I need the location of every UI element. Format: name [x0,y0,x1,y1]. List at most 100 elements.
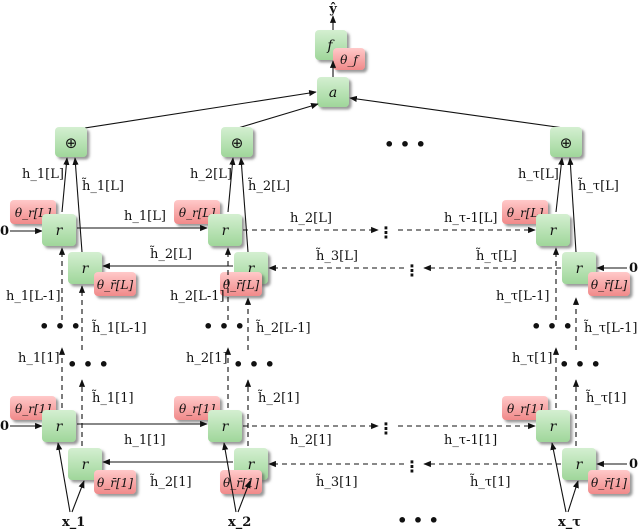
cT-zero-1: 0 [629,457,638,472]
input-ellipsis: • • • [397,511,439,530]
svg-text:a: a [329,85,337,101]
cT-r-bwd-1: r [562,448,596,480]
bwd-L-label-2: h̃_3[L] [315,247,358,264]
bwd-1-label-2: h̃_3[1] [315,473,357,490]
cT-hLm1-label: h_τ[L-1] [496,289,550,304]
cT-zero-L: 0 [629,261,638,276]
c2-htLm1-label: h̃_2[L-1] [255,319,310,336]
input-xT: x_τ [558,515,581,530]
svg-text:r: r [56,223,64,239]
c2-hL-label: h_2[L] [190,167,232,182]
c1-htL-up-arrow [72,157,83,253]
c2-ht1-label: h̃_2[1] [257,389,299,406]
cT-hL-label: h_τ[L] [518,167,559,182]
svg-text:θ_r[L]: θ_r[L] [179,206,216,220]
c1-ht1-label: h̃_1[1] [91,389,133,406]
vdots-1-bwd: ⋮ [404,457,420,476]
svg-text:f: f [326,38,335,54]
svg-text:r: r [82,457,90,473]
svg-text:θ_r[1]: θ_r[1] [179,402,215,416]
svg-text:r: r [576,457,584,473]
fwd-L-label-3: h_τ-1[L] [444,211,498,226]
cT-htL-label: h̃_τ[L] [577,177,619,194]
svg-text:r: r [222,223,230,239]
c1-mid-ellipsis-2: • • • [67,355,109,374]
cT-hL-up-arrow [555,157,565,213]
sum2-to-a-arrow [237,103,319,129]
svg-text:r: r [576,261,584,277]
fwd-L-label-2: h_2[L] [290,211,332,226]
c1-theta-rbarL: θ_r̄[L] [94,272,136,296]
cT-x-to-rfwd-arrow [550,442,567,513]
svg-text:θ_f: θ_f [340,53,360,67]
fwd-1-label-1: h_1[1] [124,433,166,448]
sum-node-T: ⊕ [550,127,582,157]
cT-mid-ellipsis: • • • [531,317,573,336]
c1-r-bwd-L: r [68,252,102,284]
svg-text:r: r [82,261,90,277]
cT-mid-ellipsis-2: • • • [559,355,601,374]
bwd-1-label-3: h̃_τ[1] [469,473,510,490]
c1-r-bwd-1: r [68,448,102,480]
c2-theta-rbar1: θ_r̄[1] [220,470,262,494]
cT-ht1-label: h̃_τ[1] [585,389,626,406]
fwd-L-label-1: h_1[L] [124,209,166,224]
svg-text:θ_r̄[L]: θ_r̄[L] [97,278,134,292]
c1-x-to-rbwd-arrow [71,480,85,513]
svg-text:r: r [56,419,64,435]
svg-text:θ_r̄[L]: θ_r̄[L] [591,278,628,292]
c1-htL-label: h̃_1[L] [81,177,124,194]
svg-text:r: r [222,419,230,435]
c1-htLm1-label: h̃_1[L-1] [91,319,146,336]
c2-mid-ellipsis: • • • [203,317,245,336]
svg-text:θ_r̄[1]: θ_r̄[1] [223,476,259,490]
c2-theta-rbarL: θ_r̄[L] [220,272,262,296]
svg-text:θ_r[1]: θ_r[1] [507,402,543,416]
cT-r-fwd-L: r [536,214,570,246]
vdots-1-fwd: ⋮ [378,419,394,438]
svg-text:θ_r̄[1]: θ_r̄[1] [97,476,133,490]
c1-zero-L: 0 [0,224,9,239]
c2-hL-up-arrow [227,157,236,213]
c1-theta-r1: θ_r[1] [10,396,56,420]
bwd-L-label-1: h̃_2[L] [149,245,192,262]
sumT-to-a-arrow [349,95,565,129]
c1-hL-up-arrow [61,157,70,213]
sum1-to-a-arrow [71,90,317,131]
c1-zero-1: 0 [0,419,9,434]
cT-htLm1-label: h̃_τ[L-1] [583,319,637,336]
svg-text:r: r [550,223,558,239]
c1-r-fwd-L: r [42,214,76,246]
c2-r-fwd-L: r [208,214,242,246]
svg-text:θ_r[1]: θ_r[1] [15,402,51,416]
cT-htL-up-arrow [567,157,577,253]
sum-node-1: ⊕ [55,127,87,157]
top-ellipsis: • • • [384,135,426,154]
c1-mid-ellipsis: • • • [39,317,81,336]
c1-hLm1-label: h_1[L-1] [6,289,61,304]
c2-h1-label: h_2[1] [186,351,228,366]
bwd-1-label-1: h̃_2[1] [149,473,191,490]
svg-text:θ_r̄[L]: θ_r̄[L] [223,278,260,292]
c2-r-fwd-1: r [208,410,242,442]
input-x2: x_2 [228,515,251,530]
c1-h1-label: h_1[1] [18,351,60,366]
vdots-L-fwd: ⋮ [378,223,394,242]
cT-x-to-rbwd-arrow [567,480,579,513]
output-label: ŷ [328,2,337,17]
svg-text:⊕: ⊕ [560,134,573,152]
vdots-L-bwd: ⋮ [404,261,420,280]
c2-htL-up-arrow [238,157,249,253]
cT-h1-label: h_τ[1] [512,351,552,366]
sum-node-2: ⊕ [221,127,253,157]
c1-x-to-rfwd-arrow [56,442,71,513]
fwd-1-label-3: h_τ-1[1] [444,433,497,448]
cT-r-fwd-1: r [536,410,570,442]
c2-x-to-rbwd-arrow [237,480,251,513]
svg-text:r: r [248,261,256,277]
c1-theta-rbar1: θ_r̄[1] [94,470,136,494]
bwd-L-label-3: h̃_τ[L] [475,247,517,264]
svg-text:⊕: ⊕ [231,134,244,152]
c2-hLm1-label: h_2[L-1] [170,289,225,304]
c2-htL-label: h̃_2[L] [247,177,290,194]
